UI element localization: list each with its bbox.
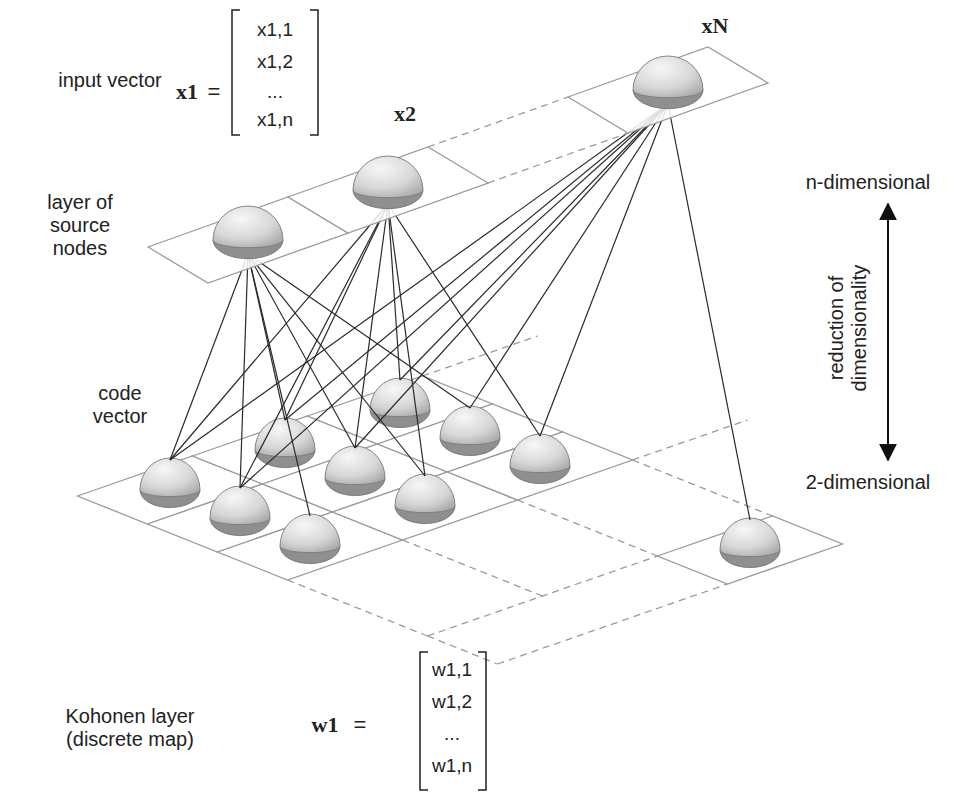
weight-connection: [170, 104, 668, 460]
layer-label: Kohonen layer (discrete map): [45, 705, 215, 751]
dashed-grid-line: [633, 460, 773, 516]
map-neurons: [140, 378, 780, 568]
source-neuron: [353, 156, 423, 198]
vector-symbol: w1: [312, 712, 339, 737]
map-neuron: [255, 418, 315, 457]
weight-connection: [388, 204, 425, 476]
map-neuron: [720, 518, 780, 557]
map-neuron: [395, 474, 455, 513]
dimension-label: n-dimensional: [806, 171, 931, 194]
weight-connection: [668, 104, 750, 520]
vector-component: w1,1: [432, 659, 472, 681]
weight-connection: [540, 104, 668, 436]
layer-label: layer of source nodes: [20, 191, 140, 260]
source-tile: [288, 147, 488, 233]
vector-component: x1,2: [257, 51, 293, 73]
map-tile: [658, 516, 843, 584]
vector-component: w1,2: [432, 691, 472, 713]
dashed-grid-line: [498, 584, 728, 664]
dashed-grid-line: [403, 540, 543, 596]
dimension-arrow: [887, 204, 889, 460]
dashed-grid-line: [288, 580, 428, 636]
dashed-grid-line: [428, 97, 568, 147]
source-layer-grid: [148, 47, 768, 283]
weight-connection: [248, 254, 355, 448]
source-neuron: [633, 56, 703, 98]
vector-symbol: x2: [394, 101, 416, 126]
weight-connection: [248, 254, 470, 408]
layer-label: code vector: [80, 382, 160, 428]
map-neuron: [370, 378, 430, 417]
weight-connection: [355, 204, 388, 448]
source-neuron: [213, 206, 283, 248]
vector-bracket: [420, 652, 486, 790]
map-neuron: [280, 514, 340, 553]
ellipsis: ...: [444, 723, 460, 745]
connection-lines: [170, 104, 750, 520]
vector-symbol: x1: [176, 79, 198, 104]
equals-sign: =: [354, 712, 367, 737]
weight-connection: [240, 254, 248, 488]
axis-label: input vector: [55, 69, 165, 92]
map-neuron: [325, 446, 385, 485]
dashed-grid-line: [428, 556, 658, 636]
vector-component: x1,n: [257, 109, 293, 131]
weight-connection: [285, 104, 668, 420]
equals-sign: =: [208, 79, 221, 104]
dashed-grid-line: [423, 336, 538, 376]
weight-connection: [355, 104, 668, 448]
vector-component: w1,n: [432, 755, 472, 777]
map-neuron: [510, 434, 570, 473]
vector-component: x1,1: [257, 19, 293, 41]
map-neuron: [210, 486, 270, 525]
weight-connection: [240, 104, 668, 488]
weight-connection: [400, 104, 668, 380]
vector-bracket: [232, 10, 318, 135]
dimension-label: reduction of dimensionality: [825, 253, 871, 403]
ellipsis: ...: [267, 81, 283, 103]
map-neuron: [140, 458, 200, 497]
kohonen-map-grid: [78, 336, 843, 664]
source-neurons: [213, 56, 703, 259]
dimension-label: 2-dimensional: [806, 471, 931, 494]
dashed-grid-line: [633, 420, 748, 460]
source-tile: [568, 47, 768, 133]
dashed-grid-line: [488, 133, 628, 183]
dashed-grid-line: [518, 500, 658, 556]
map-neuron: [440, 406, 500, 445]
vector-symbol: xN: [702, 13, 729, 38]
weight-connection: [170, 254, 248, 460]
